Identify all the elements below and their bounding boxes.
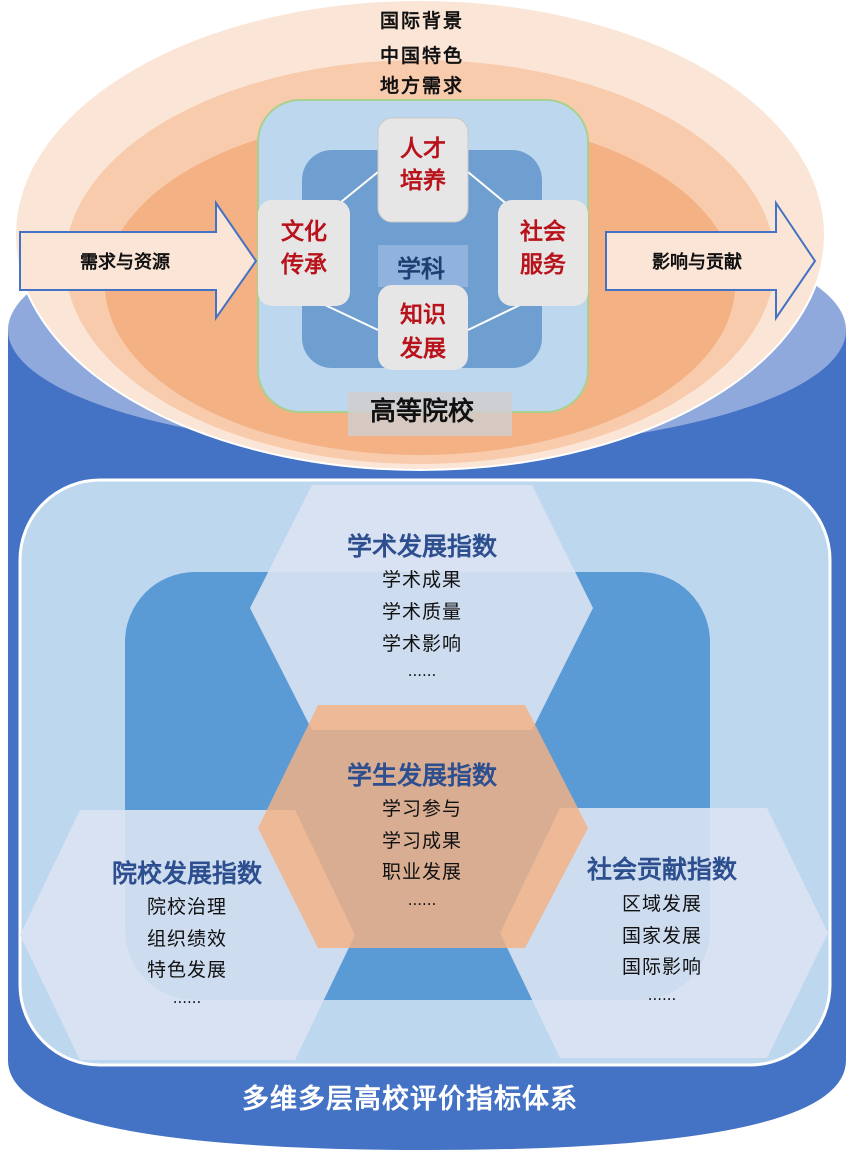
academic-item-2: 学术质量 — [382, 601, 462, 623]
discipline-label-bg — [378, 245, 468, 287]
talent-box — [377, 117, 469, 223]
talent-line2: 培养 — [400, 167, 446, 194]
discipline-label: 学科 — [397, 255, 445, 283]
institution-item-4: ...... — [173, 989, 202, 1007]
student-title: 学生发展指数 — [347, 761, 498, 790]
context-international: 国际背景 — [380, 9, 464, 32]
student-item-1: 学习参与 — [382, 798, 462, 820]
academic-item-1: 学术成果 — [382, 569, 462, 591]
institution-title: 院校发展指数 — [112, 859, 263, 888]
university-label-bg — [348, 392, 512, 436]
culture-box — [258, 200, 350, 306]
talent-line1: 人才 — [400, 136, 446, 162]
service-line2: 服务 — [520, 252, 567, 278]
culture-line2: 传承 — [280, 252, 327, 278]
institution-item-2: 组织绩效 — [147, 928, 227, 950]
student-item-2: 学习成果 — [382, 830, 462, 852]
academic-item-4: ...... — [408, 662, 437, 680]
context-local: 地方需求 — [380, 74, 464, 97]
institution-item-1: 院校治理 — [147, 896, 227, 918]
social-item-1: 区域发展 — [622, 893, 702, 915]
student-item-4: ...... — [408, 891, 437, 909]
service-line1: 社会 — [520, 218, 566, 245]
hex-student — [258, 705, 588, 948]
system-title: 多维多层高校评价指标体系 — [242, 1083, 578, 1115]
student-item-3: 职业发展 — [382, 861, 462, 883]
knowledge-line2: 发展 — [399, 335, 446, 362]
culture-line1: 文化 — [281, 218, 327, 245]
output-arrow — [605, 199, 817, 322]
social-item-3: 国际影响 — [622, 956, 702, 978]
hex-academic — [250, 485, 593, 730]
knowledge-line1: 知识 — [400, 301, 446, 328]
input-arrow-label: 需求与资源 — [80, 251, 170, 273]
university-label: 高等院校 — [370, 396, 475, 427]
context-china: 中国特色 — [380, 44, 464, 67]
social-item-2: 国家发展 — [622, 925, 702, 947]
academic-title: 学术发展指数 — [347, 532, 498, 561]
hex-institution — [20, 810, 355, 1060]
input-arrow — [19, 199, 258, 322]
institution-item-3: 特色发展 — [147, 959, 227, 981]
social-title: 社会贡献指数 — [587, 855, 738, 884]
service-box — [498, 200, 588, 306]
social-item-4: ...... — [648, 986, 677, 1004]
knowledge-box — [378, 285, 468, 370]
hex-social — [500, 808, 828, 1058]
output-arrow-label: 影响与贡献 — [652, 251, 742, 273]
academic-item-3: 学术影响 — [382, 633, 462, 655]
